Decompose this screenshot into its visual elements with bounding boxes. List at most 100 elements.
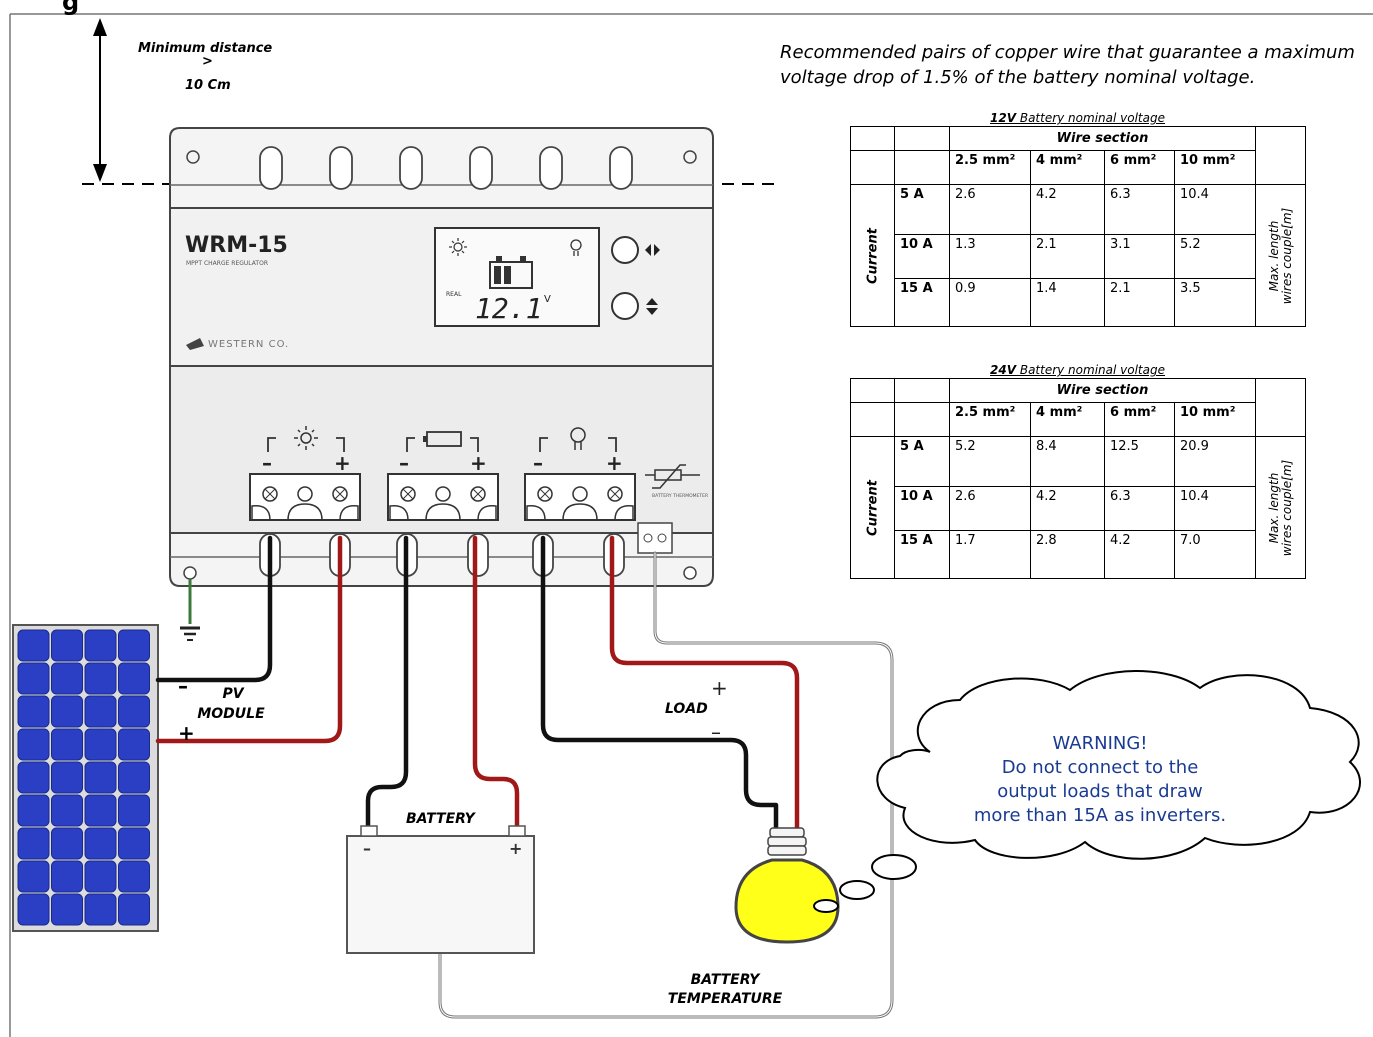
clearance-title: Minimum distance bbox=[138, 41, 272, 56]
clearance-value: 10 Cm bbox=[185, 78, 231, 93]
pv-cell bbox=[51, 629, 83, 662]
warning-line: Do not connect to the bbox=[1001, 757, 1199, 778]
pv-cell bbox=[118, 695, 150, 728]
load-plus-minus-marks: + – bbox=[711, 676, 728, 744]
pv-cell bbox=[51, 860, 83, 893]
length-cell: 1.4 bbox=[1030, 278, 1105, 327]
load-bulb-icon bbox=[734, 827, 840, 944]
load-negative-wire bbox=[540, 535, 779, 831]
length-cell: 5.2 bbox=[1174, 234, 1256, 279]
pv-cell bbox=[118, 860, 150, 893]
length-cell: 8.4 bbox=[1030, 436, 1105, 487]
load-terminal-block bbox=[524, 473, 636, 521]
warning-line: more than 15A as inverters. bbox=[973, 805, 1227, 826]
length-cell: 1.3 bbox=[949, 234, 1031, 279]
pv-cell bbox=[17, 893, 50, 926]
pv-cell bbox=[118, 629, 150, 662]
pv-panel bbox=[12, 624, 159, 932]
pv-cell bbox=[17, 629, 50, 662]
pv-label-line2: MODULE bbox=[197, 706, 265, 722]
pv-negative-wire bbox=[155, 535, 273, 683]
length-cell: 5.2 bbox=[949, 436, 1031, 487]
pv-cell bbox=[17, 827, 50, 860]
lcd-mode: REAL bbox=[446, 291, 462, 298]
pv-terminal-block bbox=[249, 473, 361, 521]
lcd-value: 12.1 bbox=[475, 292, 542, 325]
clearance-arrow bbox=[93, 18, 107, 182]
pv-minus-label: – bbox=[178, 674, 188, 698]
battery-positive-wire bbox=[472, 535, 520, 829]
pv-cell bbox=[84, 893, 117, 926]
pv-minus-sign: – bbox=[262, 451, 272, 475]
select-button[interactable] bbox=[611, 236, 660, 264]
battery-minus-sign: – bbox=[399, 451, 409, 475]
temperature-label-line1: BATTERY bbox=[691, 972, 762, 988]
current-cell: 10 A bbox=[894, 234, 950, 279]
header-partial: g bbox=[62, 0, 79, 16]
pv-plus-label: + bbox=[178, 721, 195, 745]
pv-cell bbox=[84, 860, 117, 893]
battery-unit bbox=[346, 825, 535, 954]
note-line-2: voltage drop of 1.5% of the battery nomi… bbox=[780, 67, 1256, 88]
wire-section-header: Wire section bbox=[949, 378, 1256, 403]
pv-cell bbox=[51, 728, 83, 761]
table-12v: Wire section 2.5 mm² 4 mm² 6 mm² 10 mm² … bbox=[850, 126, 1306, 327]
pv-cell bbox=[118, 893, 150, 926]
temperature-label-line2: TEMPERATURE bbox=[668, 991, 783, 1007]
section-header: 10 mm² bbox=[1174, 402, 1256, 437]
pv-cell bbox=[51, 761, 83, 794]
pv-cell bbox=[51, 893, 83, 926]
current-cell: 5 A bbox=[894, 436, 950, 487]
section-header: 4 mm² bbox=[1030, 402, 1105, 437]
pv-cell bbox=[17, 695, 50, 728]
current-cell: 5 A bbox=[894, 184, 950, 235]
section-header: 10 mm² bbox=[1174, 150, 1256, 185]
section-header: 6 mm² bbox=[1104, 402, 1175, 437]
lcd-unit: V bbox=[544, 294, 551, 305]
length-cell: 1.7 bbox=[949, 530, 1031, 579]
lcd-sun-icon bbox=[449, 238, 467, 256]
length-cell: 6.3 bbox=[1104, 486, 1175, 531]
model-subtitle: MPPT CHARGE REGULATOR bbox=[186, 260, 268, 267]
length-cell: 20.9 bbox=[1174, 436, 1256, 487]
pv-cell bbox=[51, 695, 83, 728]
battery-plus-sign: + bbox=[470, 451, 487, 475]
current-row-label: Current bbox=[850, 184, 895, 327]
battery-terminal-icon bbox=[423, 431, 462, 447]
warning-cloud bbox=[813, 670, 1361, 913]
warning-line: output loads that draw bbox=[997, 781, 1203, 802]
warning-title: WARNING! bbox=[1052, 733, 1148, 754]
updown-button[interactable] bbox=[611, 292, 658, 320]
pv-cell bbox=[17, 860, 50, 893]
pv-cell bbox=[51, 794, 83, 827]
pv-cell bbox=[118, 728, 150, 761]
pv-cell bbox=[84, 662, 117, 695]
brand-logo: WESTERN CO. bbox=[186, 338, 288, 350]
thermistor-symbol bbox=[645, 464, 700, 489]
battery-plus-mark: + bbox=[509, 839, 522, 858]
load-terminal-bulb-icon bbox=[570, 427, 586, 450]
length-cell: 4.2 bbox=[1104, 530, 1175, 579]
current-cell: 15 A bbox=[894, 530, 950, 579]
table-24v: Wire section 2.5 mm² 4 mm² 6 mm² 10 mm² … bbox=[850, 378, 1306, 579]
length-cell: 12.5 bbox=[1104, 436, 1175, 487]
note-line-1: Recommended pairs of copper wire that gu… bbox=[780, 42, 1355, 63]
pv-label-line1: PV bbox=[222, 686, 244, 702]
sensor-label: BATTERY THERMOMETER bbox=[652, 493, 708, 499]
section-header: 6 mm² bbox=[1104, 150, 1175, 185]
model-label: WRM-15 bbox=[185, 233, 288, 258]
lcd-battery-icon bbox=[489, 256, 533, 289]
length-cell: 3.1 bbox=[1104, 234, 1175, 279]
pv-cell bbox=[17, 728, 50, 761]
length-cell: 4.2 bbox=[1030, 486, 1105, 531]
section-header: 4 mm² bbox=[1030, 150, 1105, 185]
pv-cell bbox=[51, 827, 83, 860]
pv-cell bbox=[51, 662, 83, 695]
pv-cell bbox=[17, 761, 50, 794]
length-cell: 4.2 bbox=[1030, 184, 1105, 235]
length-cell: 2.6 bbox=[949, 184, 1031, 235]
length-cell: 7.0 bbox=[1174, 530, 1256, 579]
current-cell: 10 A bbox=[894, 486, 950, 531]
